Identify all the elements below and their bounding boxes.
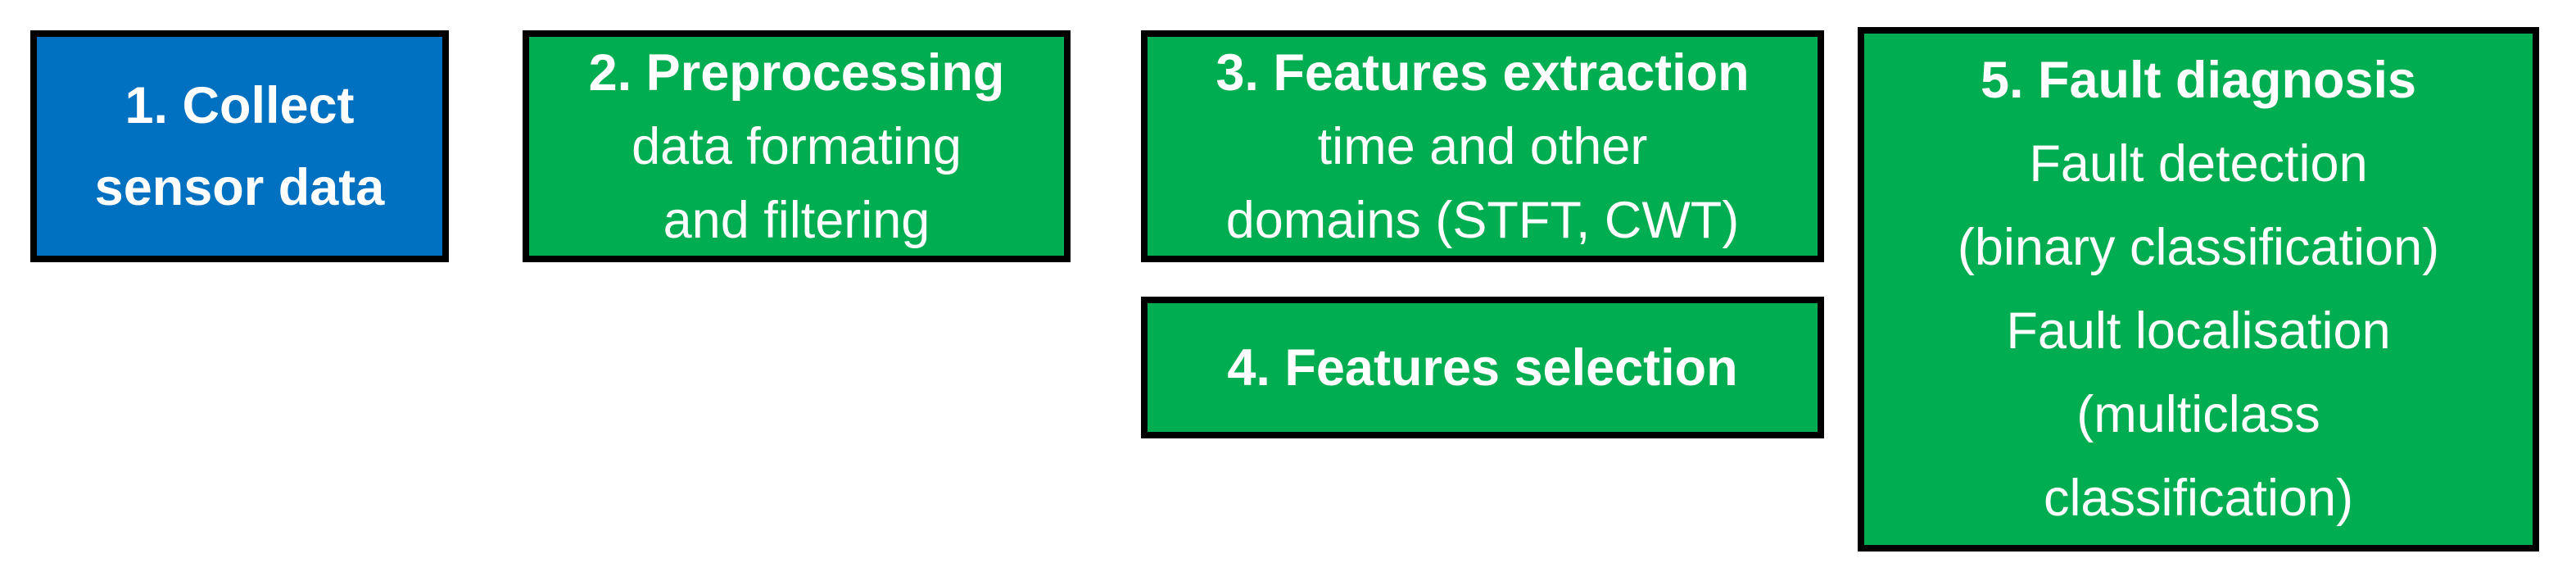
step5-subline-4: (multiclass	[2076, 386, 2320, 443]
step4-features-selection-box: 4. Features selection	[1141, 297, 1824, 438]
step5-fault-diagnosis-box: 5. Fault diagnosis Fault detection (bina…	[1858, 27, 2539, 551]
step3-subline-1: time and other	[1317, 117, 1648, 175]
step2-subline-1: data formating	[632, 117, 962, 175]
step5-subline-3: Fault localisation	[2006, 302, 2391, 360]
step4-title: 4. Features selection	[1227, 338, 1738, 397]
step1-title-line2: sensor data	[94, 158, 385, 216]
step2-subline-2: and filtering	[663, 191, 930, 249]
step2-title: 2. Preprocessing	[588, 43, 1005, 102]
step3-title: 3. Features extraction	[1216, 43, 1750, 102]
step3-subline-2: domains (STFT, CWT)	[1225, 191, 1740, 249]
step5-subline-2: (binary classification)	[1957, 219, 2440, 276]
step5-title: 5. Fault diagnosis	[1980, 52, 2417, 109]
step2-preprocessing-box: 2. Preprocessing data formating and filt…	[523, 30, 1071, 262]
step1-collect-sensor-data-box: 1. Collect sensor data	[30, 30, 449, 262]
step3-features-extraction-box: 3. Features extraction time and other do…	[1141, 30, 1824, 262]
step5-subline-5: classification)	[2043, 470, 2354, 527]
step1-title-line1: 1. Collect	[124, 76, 355, 134]
step5-subline-1: Fault detection	[2029, 135, 2368, 193]
